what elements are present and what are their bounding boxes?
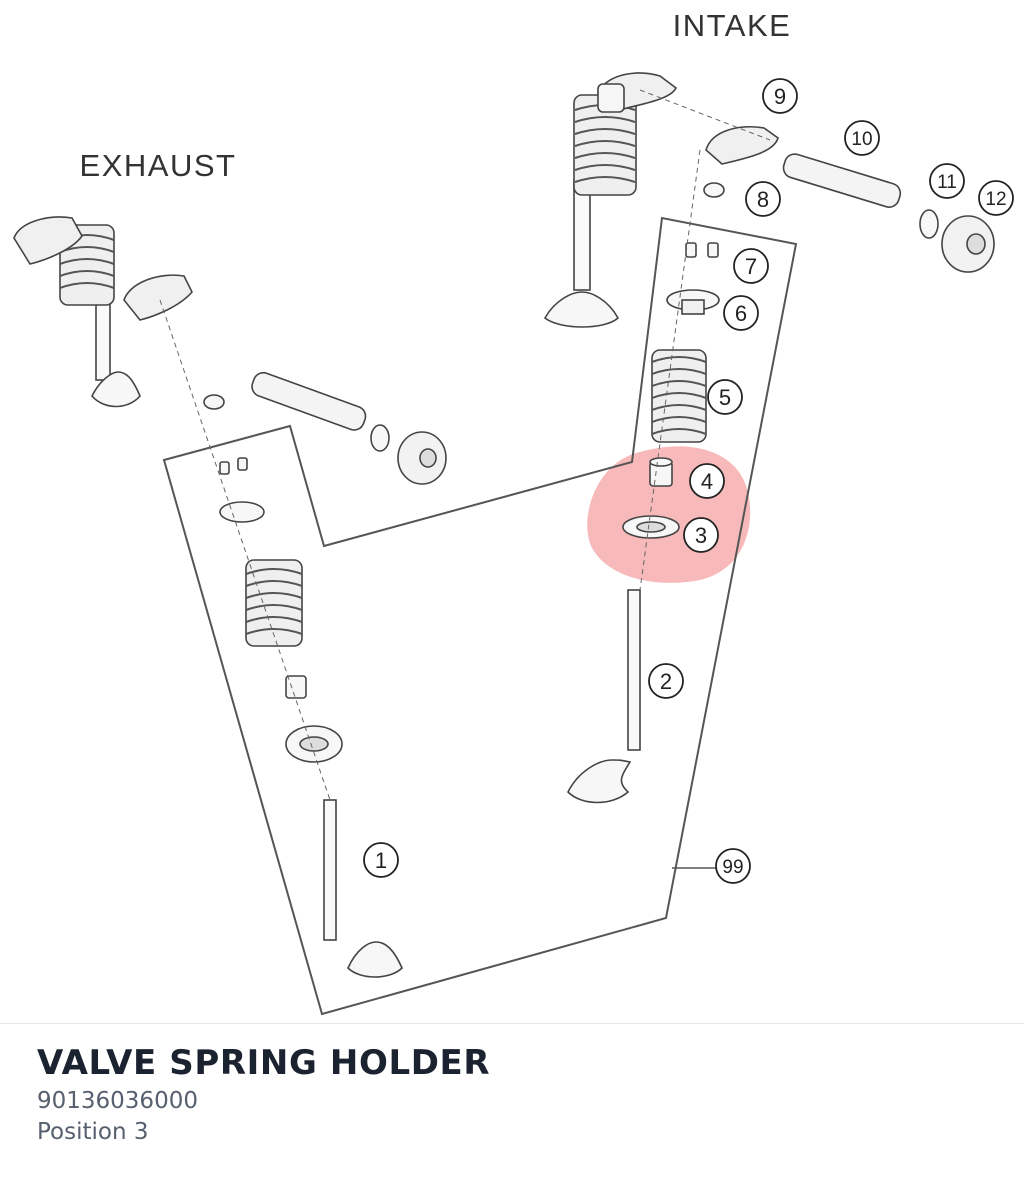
callout-9[interactable]: 9 — [762, 78, 798, 114]
part-info-panel: VALVE SPRING HOLDER 90136036000 Position… — [37, 1040, 490, 1148]
svg-text:10: 10 — [851, 129, 872, 150]
callout-2[interactable]: 2 — [648, 663, 684, 699]
svg-text:2: 2 — [660, 669, 672, 694]
svg-text:3: 3 — [695, 523, 707, 548]
callout-4[interactable]: 4 — [689, 463, 725, 499]
kit-outline — [162, 216, 798, 1016]
svg-text:99: 99 — [722, 857, 743, 878]
svg-text:12: 12 — [985, 189, 1006, 210]
exhaust-assembly — [13, 216, 447, 978]
callout-7[interactable]: 7 — [733, 248, 769, 284]
svg-text:7: 7 — [745, 254, 757, 279]
exploded-parts-diagram: INTAKE EXHAUST — [13, 8, 1014, 1016]
svg-text:8: 8 — [757, 187, 769, 212]
info-divider — [0, 1023, 1024, 1024]
part-name: VALVE SPRING HOLDER — [37, 1043, 491, 1083]
callout-5[interactable]: 5 — [707, 379, 743, 415]
intake-assembly — [543, 72, 995, 804]
exhaust-label: EXHAUST — [80, 148, 237, 183]
callout-6[interactable]: 6 — [723, 295, 759, 331]
svg-text:1: 1 — [375, 848, 387, 873]
callout-11[interactable]: 11 — [929, 163, 965, 199]
svg-text:6: 6 — [735, 301, 747, 326]
intake-label: INTAKE — [673, 8, 792, 43]
part-position: Position 3 — [37, 1119, 149, 1145]
svg-text:11: 11 — [937, 172, 957, 193]
svg-text:9: 9 — [774, 84, 786, 109]
part-number: 90136036000 — [37, 1088, 198, 1114]
callout-8[interactable]: 8 — [745, 181, 781, 217]
svg-text:5: 5 — [719, 385, 731, 410]
callout-1[interactable]: 1 — [363, 842, 399, 878]
callout-3[interactable]: 3 — [683, 517, 719, 553]
callout-10[interactable]: 10 — [844, 120, 880, 156]
callout-99[interactable]: 99 — [715, 848, 751, 884]
svg-text:4: 4 — [701, 469, 713, 494]
callout-12[interactable]: 12 — [978, 180, 1014, 216]
